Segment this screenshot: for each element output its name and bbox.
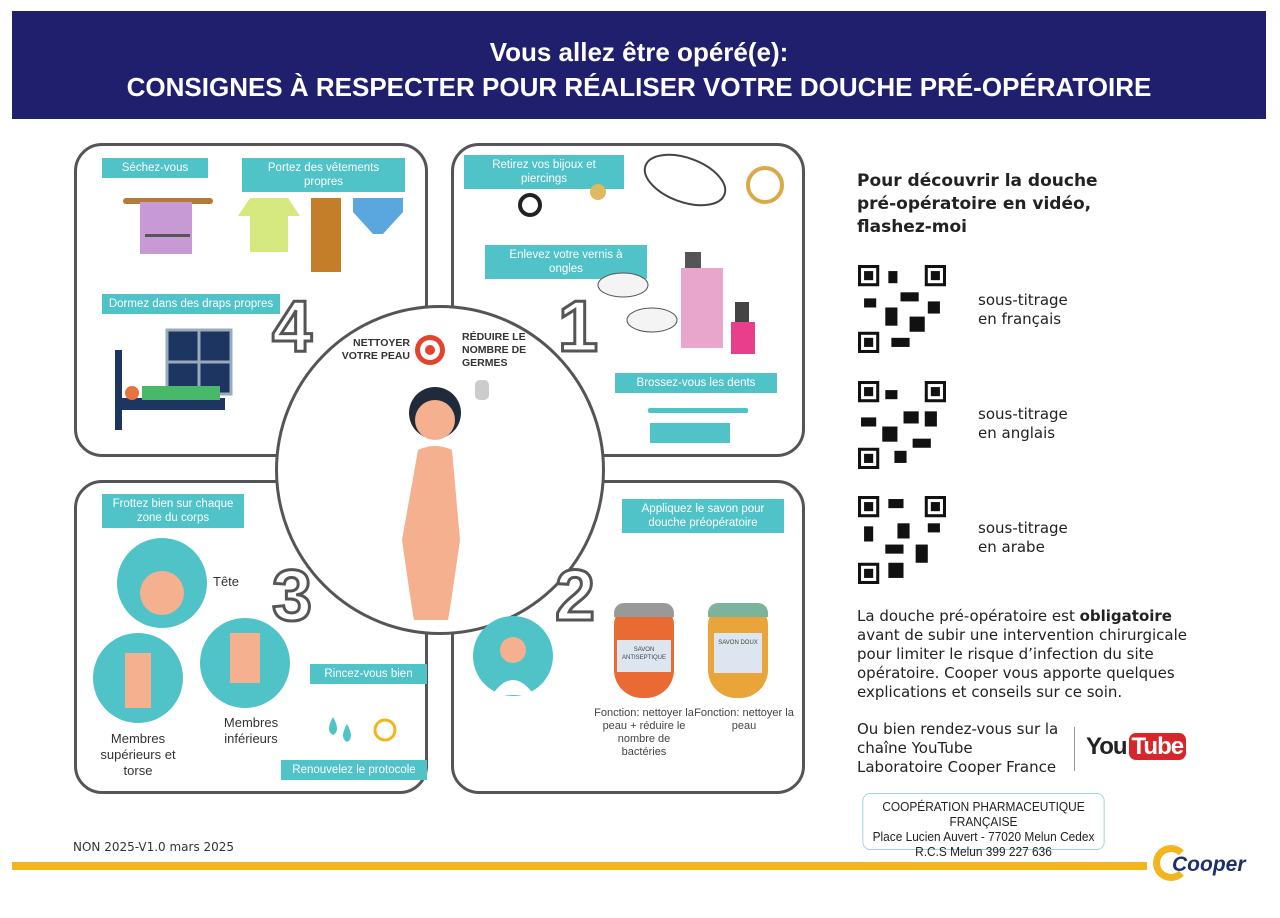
center-clean-skin: NETTOYER VOTRE PEAU xyxy=(341,337,410,362)
target-icon xyxy=(415,335,445,365)
address-box: COOPÉRATION PHARMACEUTIQUE FRANÇAISE Pla… xyxy=(862,793,1105,859)
qr-code-arabic[interactable] xyxy=(858,496,946,584)
tag-clean-clothes: Portez des vêtements propres xyxy=(242,158,405,192)
soap2-label: SAVON DOUX xyxy=(714,633,762,673)
water-drops-refresh-icon xyxy=(329,717,397,742)
header-banner: Vous allez être opéré(e): CONSIGNES À RE… xyxy=(12,11,1266,119)
qr-label-french: sous-titrage en français xyxy=(978,291,1068,328)
tag-rinse: Rincez-vous bien xyxy=(310,664,427,684)
video-title: Pour découvrir la douche pré-opératoire … xyxy=(857,171,1098,237)
info-pre: La douche pré-opératoire est xyxy=(857,607,1080,625)
document-reference: NON 2025-V1.0 mars 2025 xyxy=(73,840,235,854)
mild-soap-bottle: SAVON DOUX xyxy=(708,603,768,698)
nail-polish-mouthwash-illustration xyxy=(597,252,755,354)
step-number-1: 1 xyxy=(556,286,599,369)
info-paragraph: La douche pré-opératoire est obligatoire… xyxy=(857,607,1187,702)
header-subtitle: CONSIGNES À RESPECTER POUR RÉALISER VOTR… xyxy=(126,72,1152,102)
showering-person-illustration xyxy=(402,380,489,620)
footer-line xyxy=(12,862,1147,870)
tag-dry: Séchez-vous xyxy=(102,158,208,178)
tag-repeat: Renouvelez le protocole xyxy=(281,760,427,780)
cooper-logo-mark xyxy=(1153,845,1189,881)
qr-label-arabic: sous-titrage en arabe xyxy=(978,519,1068,556)
soap2-caption: Fonction: nettoyer la peau xyxy=(694,707,794,732)
tag-apply-soap: Appliquez le savon pour douche préopérat… xyxy=(622,499,784,533)
tag-remove-jewelry: Retirez vos bijoux et piercings xyxy=(464,155,624,189)
divider xyxy=(1074,727,1075,771)
qr-code-french[interactable] xyxy=(858,265,946,353)
address-line2: Place Lucien Auvert - 77020 Melun Cedex xyxy=(872,830,1095,844)
step-number-3: 3 xyxy=(270,555,313,638)
info-bold: obligatoire xyxy=(1079,607,1172,625)
toothbrush-illustration xyxy=(648,408,748,443)
qr-code-english[interactable] xyxy=(858,381,946,469)
jewelry-illustration xyxy=(518,153,784,217)
soap1-caption: Fonction: nettoyer la peau + réduire le … xyxy=(594,707,694,758)
qr-label-english: sous-titrage en anglais xyxy=(978,405,1068,442)
soap1-label: SAVON ANTISEPTIQUE xyxy=(617,640,671,672)
zone-head: Tête xyxy=(213,574,240,589)
center-reduce-germs: RÉDUIRE LE NOMBRE DE GERMES xyxy=(462,331,527,369)
header-title: Vous allez être opéré(e): xyxy=(489,37,789,67)
zone-upper-torso: Membres supérieurs et torse xyxy=(100,731,176,778)
youtube-logo-tube: Tube xyxy=(1128,733,1187,760)
tag-scrub: Frottez bien sur chaque zone du corps xyxy=(102,494,244,528)
towel-clothes-illustration xyxy=(123,198,403,272)
step-number-2: 2 xyxy=(553,555,596,638)
address-line3: R.C.S Melun 399 227 636 xyxy=(915,845,1052,859)
tag-brush-teeth: Brossez-vous les dents xyxy=(615,373,777,393)
bed-window-illustration xyxy=(115,328,233,430)
tag-clean-sheets: Dormez dans des draps propres xyxy=(102,294,280,314)
step-number-4: 4 xyxy=(270,286,313,369)
body-zones-illustration xyxy=(93,538,290,723)
address-line1: COOPÉRATION PHARMACEUTIQUE FRANÇAISE xyxy=(882,800,1085,829)
antiseptic-soap-bottle: SAVON ANTISEPTIQUE xyxy=(614,603,674,698)
zone-lower-limbs: Membres inférieurs xyxy=(223,715,279,746)
youtube-text: Ou bien rendez-vous sur la chaîne YouTub… xyxy=(857,720,1059,776)
doctor-avatar-illustration xyxy=(473,616,553,696)
cooper-logo-text: Cooper xyxy=(1172,853,1246,876)
tag-remove-nail-polish: Enlevez votre vernis à ongles xyxy=(485,245,647,279)
youtube-logo-you: You xyxy=(1086,733,1128,760)
info-post: avant de subir une intervention chirurgi… xyxy=(857,626,1187,701)
